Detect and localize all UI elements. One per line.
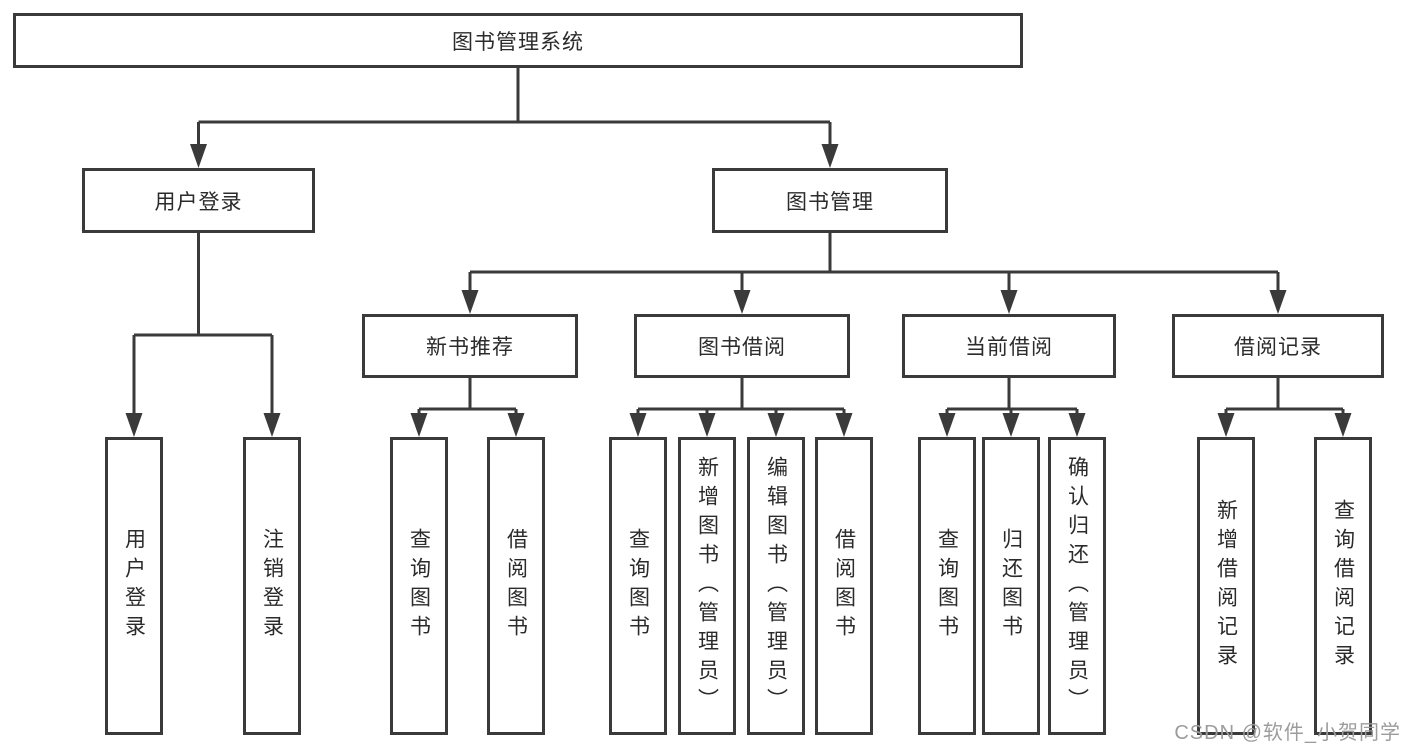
leaf-borrow-book: 借阅图书 <box>815 437 873 735</box>
node-user-login: 用户登录 <box>82 168 315 233</box>
node-book-management: 图书管理 <box>712 168 948 233</box>
node-borrow-records-label: 借阅记录 <box>1234 336 1322 359</box>
leaf-query-book-current: 查询图书 <box>918 437 976 735</box>
leaf-query-book-recommend: 查询图书 <box>390 437 448 735</box>
watermark: CSDN @软件_小贺同学 <box>1174 722 1401 744</box>
connector-paths <box>132 68 1345 417</box>
arrow-down-icons <box>125 144 1352 437</box>
leaf-query-book-current-label: 查询图书 <box>935 528 959 644</box>
leaf-confirm-return-admin-label: 确认归还（管理员） <box>1065 455 1089 717</box>
leaf-borrow-book-label: 借阅图书 <box>832 528 856 644</box>
node-library-system-label: 图书管理系统 <box>452 30 584 54</box>
leaf-return-book-label: 归还图书 <box>999 528 1023 644</box>
leaf-borrow-book-recommend-label: 借阅图书 <box>504 528 528 644</box>
node-book-management-label: 图书管理 <box>786 190 874 214</box>
leaf-add-borrow-record: 新增借阅记录 <box>1197 437 1255 735</box>
leaf-query-borrow-record-label: 查询借阅记录 <box>1331 499 1355 673</box>
leaf-user-login-label: 用户登录 <box>122 528 146 644</box>
leaf-return-book: 归还图书 <box>982 437 1040 735</box>
leaf-logout: 注销登录 <box>243 437 301 735</box>
leaf-query-book-borrow-label: 查询图书 <box>626 528 650 644</box>
node-current-borrow: 当前借阅 <box>902 314 1116 378</box>
leaf-query-book-borrow: 查询图书 <box>609 437 667 735</box>
node-new-book-recommend-label: 新书推荐 <box>426 336 514 359</box>
leaf-user-login: 用户登录 <box>105 437 163 735</box>
leaf-query-borrow-record: 查询借阅记录 <box>1314 437 1372 735</box>
node-user-login-label: 用户登录 <box>154 190 243 214</box>
leaf-edit-book-admin: 编辑图书（管理员） <box>747 437 805 735</box>
leaf-borrow-book-recommend: 借阅图书 <box>487 437 545 735</box>
node-new-book-recommend: 新书推荐 <box>362 314 578 378</box>
leaf-query-book-recommend-label: 查询图书 <box>407 528 431 644</box>
node-borrow-records: 借阅记录 <box>1172 314 1384 378</box>
leaf-add-book-admin: 新增图书（管理员） <box>678 437 736 735</box>
node-book-borrow: 图书借阅 <box>634 314 850 378</box>
leaf-logout-label: 注销登录 <box>260 528 284 644</box>
leaf-edit-book-admin-label: 编辑图书（管理员） <box>764 455 788 717</box>
node-book-borrow-label: 图书借阅 <box>698 336 786 359</box>
leaf-confirm-return-admin: 确认归还（管理员） <box>1048 437 1106 735</box>
node-library-system: 图书管理系统 <box>13 13 1023 68</box>
leaf-add-borrow-record-label: 新增借阅记录 <box>1214 499 1238 673</box>
leaf-add-book-admin-label: 新增图书（管理员） <box>695 455 719 717</box>
node-current-borrow-label: 当前借阅 <box>965 336 1053 359</box>
